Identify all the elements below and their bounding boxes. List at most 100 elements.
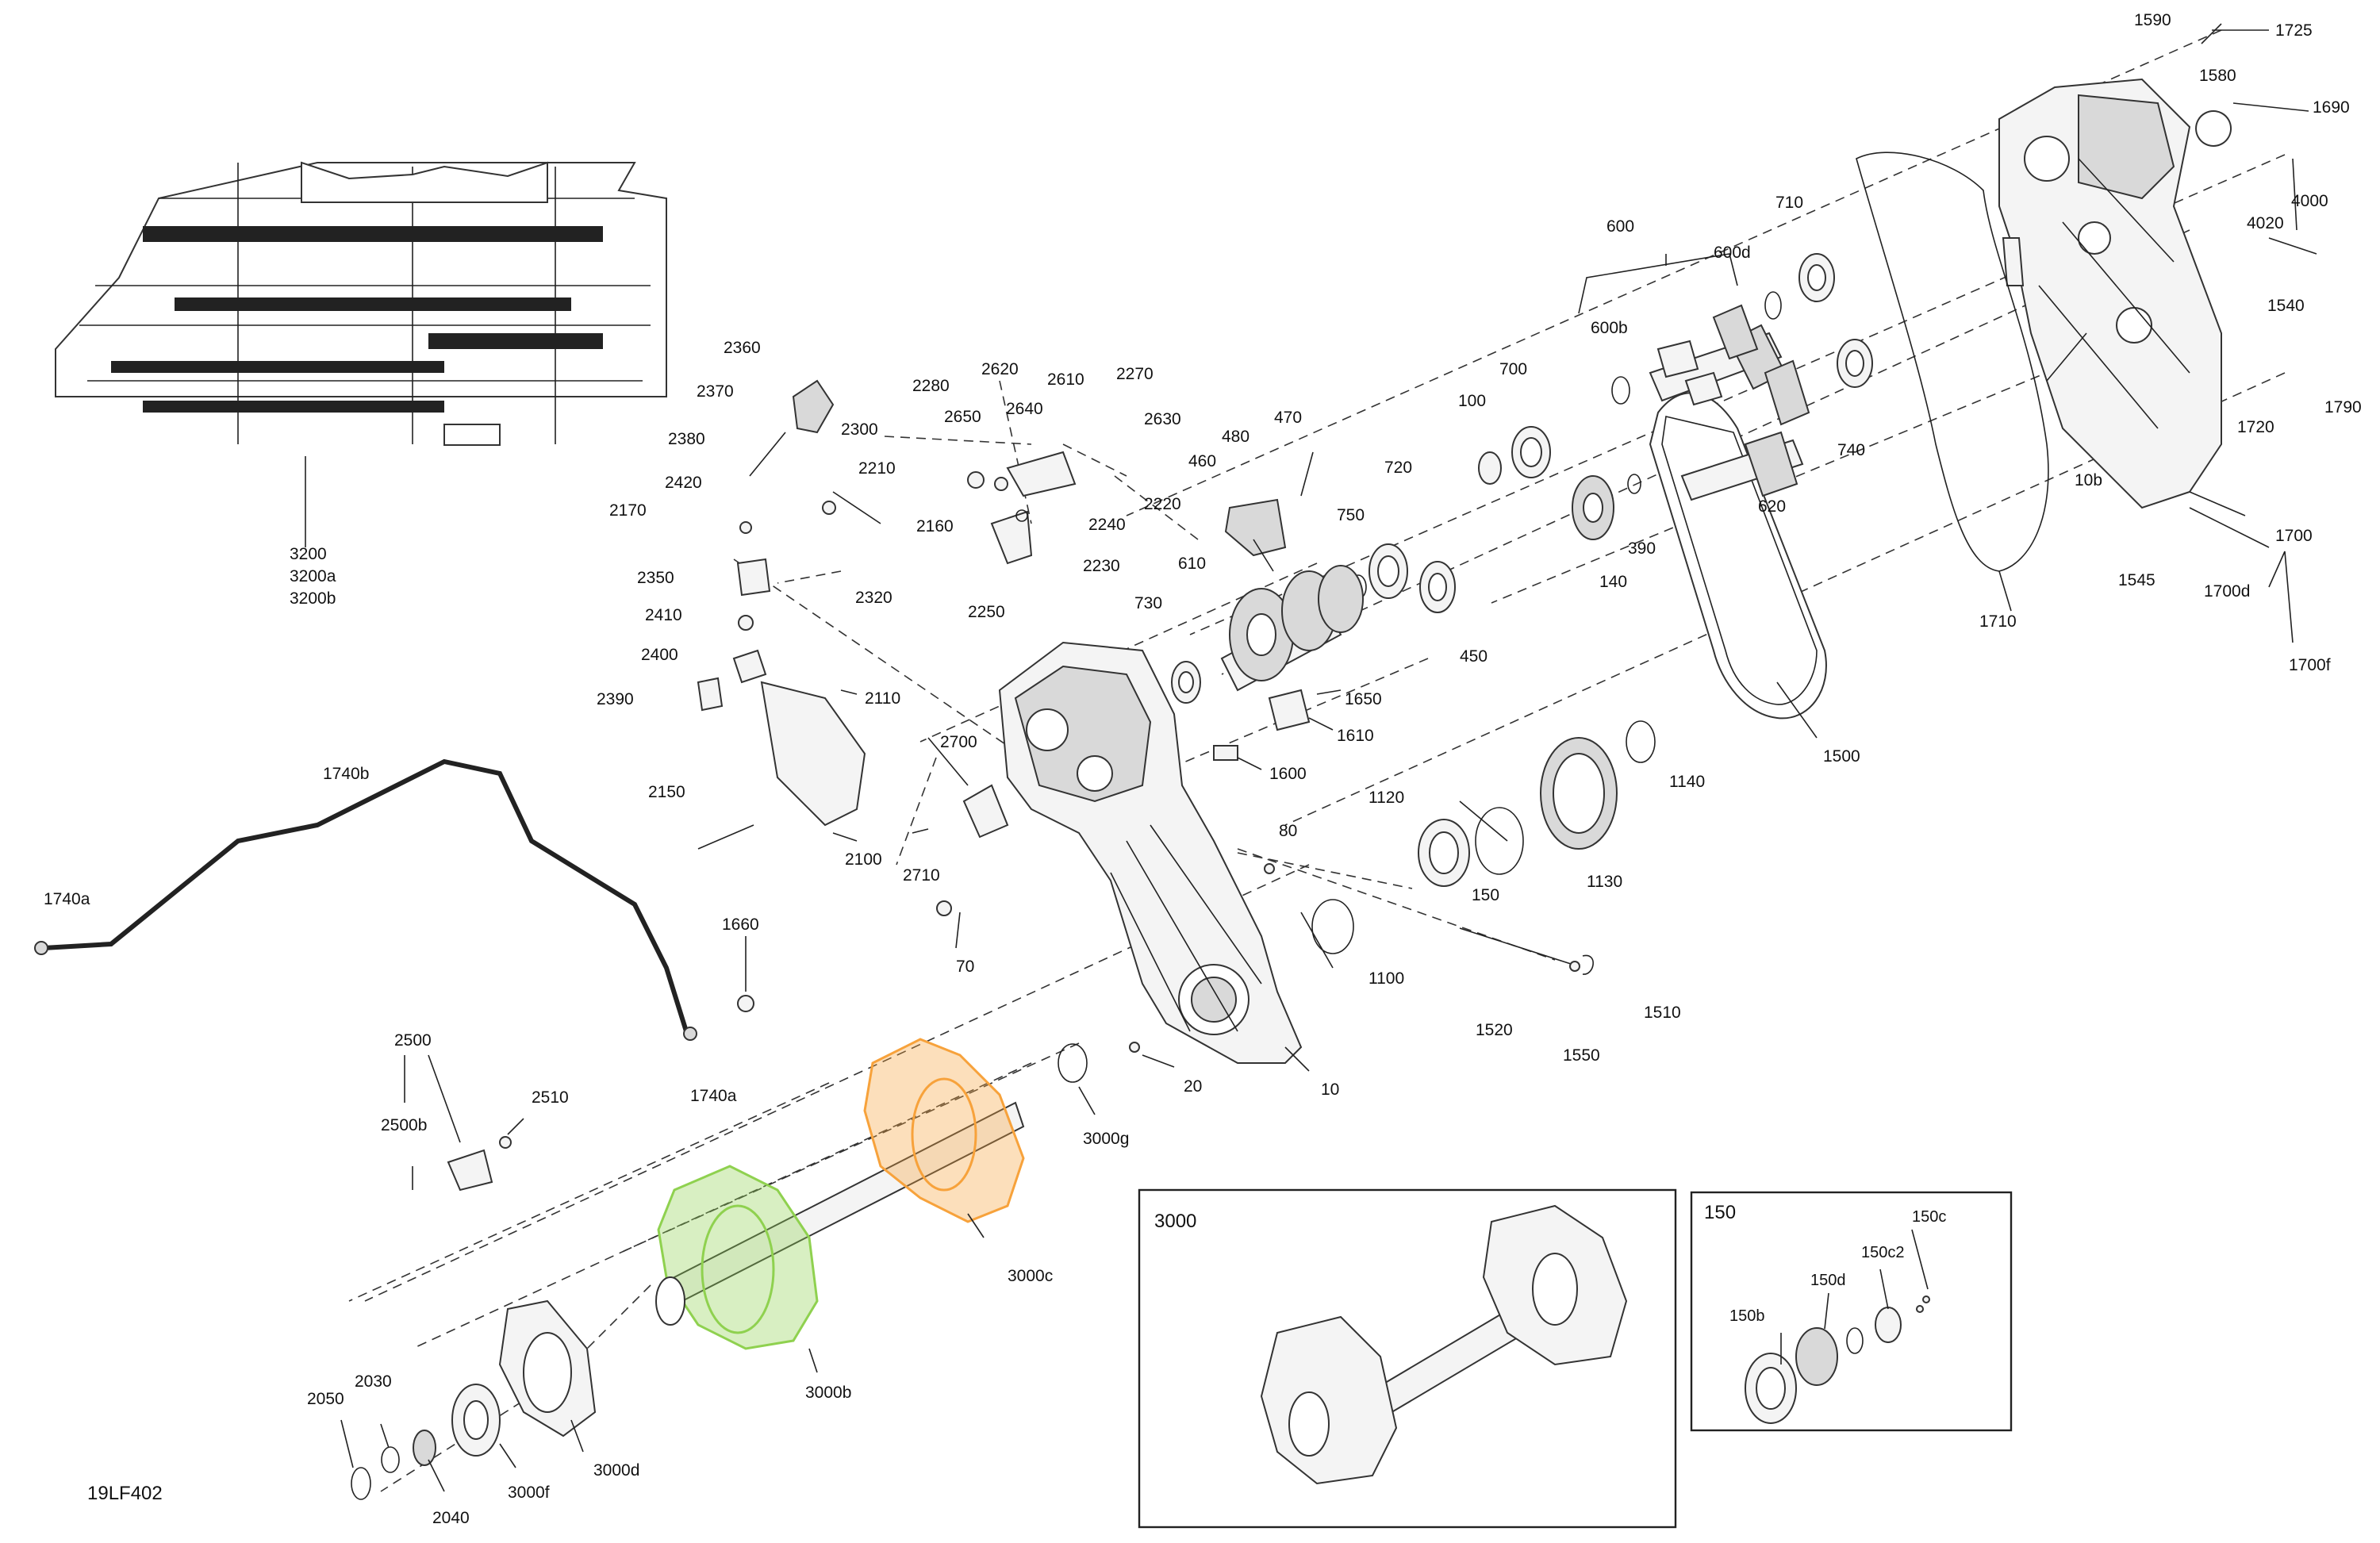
callout-1500: 1500	[1823, 747, 1860, 766]
callout-80: 80	[1279, 822, 1297, 840]
bearings-rings	[1058, 253, 1873, 1083]
ring-390	[1627, 474, 1641, 494]
callout-2620: 2620	[981, 360, 1019, 378]
sprocket-3000c	[863, 1038, 1025, 1223]
callout-480: 480	[1222, 428, 1250, 446]
callout-1590: 1590	[2134, 11, 2171, 29]
callout-2210: 2210	[858, 459, 896, 478]
callout-2390: 2390	[597, 690, 634, 708]
shift-mechanism	[697, 379, 1077, 850]
callout-4000: 4000	[2291, 192, 2328, 210]
callout-2380: 2380	[668, 430, 705, 448]
callout-1650: 1650	[1345, 690, 1382, 708]
callout-1700: 1700	[2275, 527, 2313, 545]
part-2400	[732, 649, 767, 684]
callout-2230: 2230	[1083, 557, 1120, 575]
callout-3200a: 3200a	[290, 567, 336, 585]
shaft-assembly-600	[1649, 304, 1810, 501]
gasket-1710	[1856, 152, 2049, 572]
callout-2650: 2650	[944, 408, 981, 426]
clip-1510	[1582, 954, 1594, 975]
callout-750: 750	[1337, 506, 1365, 524]
callout-150: 150	[1472, 886, 1499, 904]
block-2350	[736, 558, 771, 597]
inset-3000: 3000	[1138, 1188, 1677, 1529]
callout-600d: 600d	[1714, 244, 1751, 262]
callout-2150: 2150	[648, 783, 685, 801]
callout-1690: 1690	[2313, 98, 2350, 117]
rod-2370	[749, 432, 786, 477]
callout-2420: 2420	[665, 474, 702, 492]
callout-70: 70	[956, 958, 974, 976]
bracket-2100	[760, 681, 866, 827]
ring-600d	[1764, 291, 1782, 320]
fork-2250	[990, 510, 1033, 565]
part-2390	[697, 677, 724, 712]
sprocket-3000b	[657, 1165, 819, 1350]
rod-1520	[1459, 927, 1572, 965]
callout-2370: 2370	[697, 382, 734, 401]
bracket-460	[1224, 498, 1287, 557]
callout-1120: 1120	[1368, 789, 1404, 807]
inset-3000-title: 3000	[1154, 1211, 1196, 1232]
callout-1610: 1610	[1337, 727, 1374, 745]
part-2700	[962, 784, 1009, 839]
callout-3200b: 3200b	[290, 589, 336, 608]
callout-2350: 2350	[637, 569, 674, 587]
callout-740: 740	[1837, 441, 1865, 459]
callout-140: 140	[1599, 573, 1627, 591]
callout-2030: 2030	[355, 1372, 392, 1391]
callout-390: 390	[1628, 539, 1656, 558]
callout-460: 460	[1188, 452, 1216, 470]
callout-150c2: 150c2	[1861, 1244, 1905, 1261]
callout-2240: 2240	[1088, 516, 1126, 534]
callout-3200: 3200	[290, 545, 327, 563]
inset-150-title: 150	[1704, 1202, 1736, 1223]
hose-1740	[43, 758, 689, 1032]
ring-1100	[1311, 899, 1354, 954]
callout-150c: 150c	[1912, 1208, 1946, 1226]
part-2640	[994, 477, 1008, 491]
ring-2050	[351, 1467, 371, 1500]
callout-2160: 2160	[916, 517, 954, 535]
callout-450: 450	[1460, 647, 1488, 666]
callout-2280: 2280	[912, 377, 950, 395]
callout-2710: 2710	[903, 866, 940, 885]
callout-1725: 1725	[2275, 21, 2313, 40]
part-80	[1264, 863, 1275, 874]
ring-600b	[1611, 376, 1630, 405]
nut-2420	[739, 521, 752, 534]
callout-2320: 2320	[855, 589, 892, 607]
ring-1140	[1626, 720, 1656, 763]
callout-2170: 2170	[609, 501, 647, 520]
part-2510	[499, 1136, 512, 1149]
callout-470: 470	[1274, 409, 1302, 427]
leader-lines	[340, 23, 2317, 1492]
callout-1140: 1140	[1669, 773, 1705, 791]
plate-2220	[1006, 451, 1077, 497]
callout-3000d: 3000d	[593, 1461, 639, 1480]
main-case-10	[998, 641, 1303, 1064]
drive-shaft-3000	[351, 1038, 1025, 1500]
callout-700: 700	[1499, 360, 1527, 378]
callout-1740a-left: 1740a	[44, 890, 90, 908]
callout-2510: 2510	[532, 1088, 569, 1107]
callout-720: 720	[1384, 459, 1412, 477]
callout-150d: 150d	[1810, 1272, 1846, 1289]
nut-1550	[1569, 961, 1580, 972]
callout-10b: 10b	[2075, 471, 2102, 489]
callout-2360: 2360	[724, 339, 761, 357]
ring-3000g	[1058, 1043, 1088, 1083]
callout-2110: 2110	[865, 689, 900, 708]
inset-150: 150	[1690, 1191, 2013, 1432]
callout-1550: 1550	[1563, 1046, 1600, 1065]
document-id: 19LF402	[87, 1483, 163, 1504]
callout-1740a-bottom: 1740a	[690, 1087, 737, 1105]
callout-2630: 2630	[1144, 410, 1181, 428]
knob-2360	[792, 379, 835, 434]
callout-1700f: 1700f	[2289, 656, 2331, 674]
bolt-70	[936, 900, 952, 916]
callout-2300: 2300	[841, 420, 878, 439]
part-1600	[1213, 745, 1238, 761]
